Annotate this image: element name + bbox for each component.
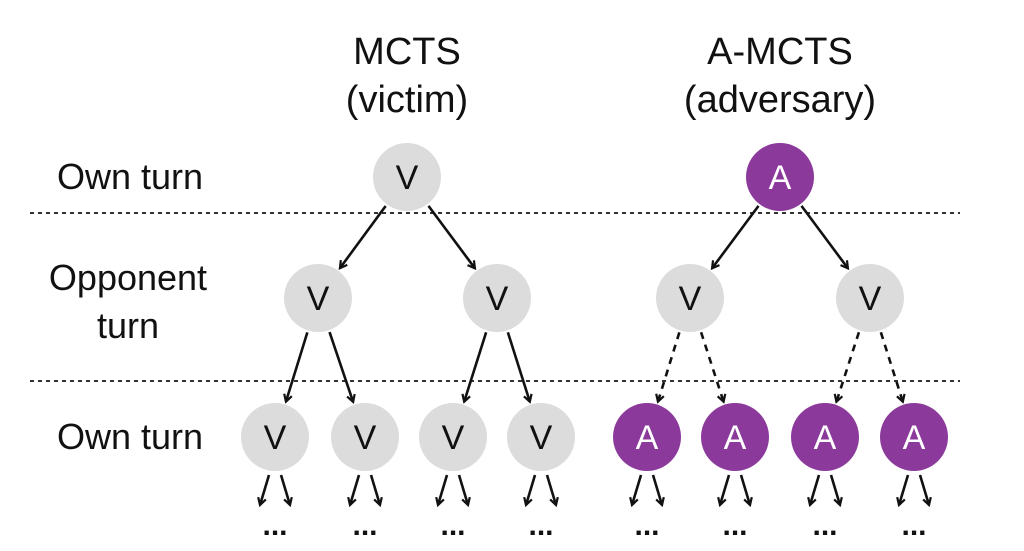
- row-label-opponent-line1: Opponent: [49, 257, 207, 298]
- victim-opponent-node-0: V: [284, 264, 352, 332]
- adversary-leaf-node-2-label: A: [814, 419, 837, 457]
- victim-leaf-node-0-label: V: [264, 419, 287, 457]
- adversary-edge-root-0: [712, 205, 760, 268]
- victim-opponent-node-0-label: V: [307, 280, 330, 318]
- adversary-leaf-3-continuation-arrow-0: [899, 474, 910, 505]
- victim-opponent-node-1-circle: [463, 264, 531, 332]
- adversary-leaf-node-1-label: A: [724, 419, 747, 457]
- adversary-edge-mid-leaf-1: [699, 331, 724, 402]
- victim-edge-root-0: [340, 205, 387, 268]
- victim-edge-root-1: [427, 205, 474, 268]
- victim-leaf-2-continuation-arrow-0: [438, 474, 449, 505]
- adversary-leaf-node-0: A: [613, 403, 681, 471]
- adversary-opponent-node-0-circle: [656, 264, 724, 332]
- victim-leaf-1-ellipsis: ...: [352, 509, 377, 542]
- adversary-leaf-node-0-label: A: [636, 419, 659, 457]
- victim-column-title: MCTS: [353, 31, 461, 73]
- adversary-opponent-node-1-label: V: [859, 280, 882, 318]
- row-label-opponent-line2: turn: [97, 305, 159, 346]
- victim-opponent-node-0-circle: [284, 264, 352, 332]
- adversary-edge-mid-leaf-2: [836, 331, 861, 402]
- adversary-leaf-0-continuation-arrow-0: [632, 474, 643, 505]
- victim-root-node-circle: [373, 143, 441, 211]
- victim-leaf-node-0-circle: [241, 403, 309, 471]
- victim-leaf-node-2-label: V: [442, 419, 465, 457]
- victim-edge-mid-leaf-1: [328, 331, 354, 402]
- adversary-edge-mid-leaf-0: [658, 332, 681, 401]
- victim-root-node-label: V: [396, 159, 419, 197]
- tree-nodes: V V V V V V V A V V A A A A: [241, 143, 948, 471]
- adversary-leaf-node-2-circle: [791, 403, 859, 471]
- victim-leaf-3-continuation-arrow-1: [545, 474, 556, 505]
- adversary-leaf-2-continuation-arrow-0: [810, 474, 821, 505]
- victim-leaf-3-continuation-arrow-0: [526, 474, 537, 505]
- victim-leaf-3-ellipsis: ...: [528, 509, 553, 542]
- adversary-opponent-node-0-label: V: [679, 280, 702, 318]
- victim-opponent-node-1: V: [463, 264, 531, 332]
- adversary-leaf-1-ellipsis: ...: [722, 509, 747, 542]
- adversary-leaf-node-3: A: [880, 403, 948, 471]
- victim-leaf-node-2-circle: [419, 403, 487, 471]
- adversary-leaf-3-continuation-arrow-1: [918, 474, 929, 505]
- victim-leaf-1-continuation-arrow-1: [369, 474, 380, 505]
- victim-leaf-0-continuation-arrow-1: [279, 474, 290, 505]
- victim-leaf-2-continuation-arrow-1: [457, 474, 468, 505]
- victim-leaf-0-continuation-arrow-0: [260, 474, 271, 505]
- adversary-opponent-node-0: V: [656, 264, 724, 332]
- adversary-leaf-0-ellipsis: ...: [634, 509, 659, 542]
- victim-root-node: V: [373, 143, 441, 211]
- victim-leaf-1-continuation-arrow-0: [350, 474, 361, 505]
- victim-leaf-0-ellipsis: ...: [262, 509, 287, 542]
- adversary-leaf-2-ellipsis: ...: [812, 509, 837, 542]
- adversary-root-node-label: A: [769, 159, 792, 197]
- victim-leaf-node-2: V: [419, 403, 487, 471]
- adversary-column-subtitle: (adversary): [684, 79, 876, 121]
- victim-leaf-node-1-label: V: [354, 419, 377, 457]
- victim-opponent-node-1-label: V: [486, 280, 509, 318]
- adversary-leaf-node-1-circle: [701, 403, 769, 471]
- adversary-opponent-node-1: V: [836, 264, 904, 332]
- adversary-leaf-node-3-label: A: [903, 419, 926, 457]
- adversary-leaf-node-1: A: [701, 403, 769, 471]
- victim-edge-mid-leaf-2: [464, 331, 488, 401]
- row-label-own-turn-top: Own turn: [57, 156, 203, 197]
- adversary-leaf-2-continuation-arrow-1: [829, 474, 840, 505]
- adversary-leaf-0-continuation-arrow-1: [651, 474, 662, 505]
- adversary-leaf-3-ellipsis: ...: [901, 509, 926, 542]
- adversary-leaf-1-continuation-arrow-1: [739, 474, 750, 505]
- adversary-edge-mid-leaf-3: [879, 331, 903, 401]
- adversary-leaf-1-continuation-arrow-0: [720, 474, 731, 505]
- adversary-opponent-node-1-circle: [836, 264, 904, 332]
- victim-column-subtitle: (victim): [346, 79, 468, 121]
- victim-edge-mid-leaf-0: [286, 332, 309, 401]
- victim-edge-mid-leaf-3: [506, 331, 530, 401]
- tree-continuations: ........................: [260, 474, 929, 542]
- adversary-root-node: A: [746, 143, 814, 211]
- victim-leaf-node-1: V: [331, 403, 399, 471]
- victim-leaf-node-3-label: V: [530, 419, 553, 457]
- adversary-edge-root-1: [800, 205, 847, 268]
- adversary-column-title: A-MCTS: [707, 31, 853, 73]
- victim-leaf-node-3: V: [507, 403, 575, 471]
- tree-edges: [286, 205, 903, 402]
- victim-leaf-2-ellipsis: ...: [440, 509, 465, 542]
- victim-leaf-node-1-circle: [331, 403, 399, 471]
- adversary-leaf-node-0-circle: [613, 403, 681, 471]
- adversary-leaf-node-3-circle: [880, 403, 948, 471]
- adversary-root-node-circle: [746, 143, 814, 211]
- row-label-own-turn-bottom: Own turn: [57, 416, 203, 457]
- adversary-leaf-node-2: A: [791, 403, 859, 471]
- victim-leaf-node-0: V: [241, 403, 309, 471]
- victim-leaf-node-3-circle: [507, 403, 575, 471]
